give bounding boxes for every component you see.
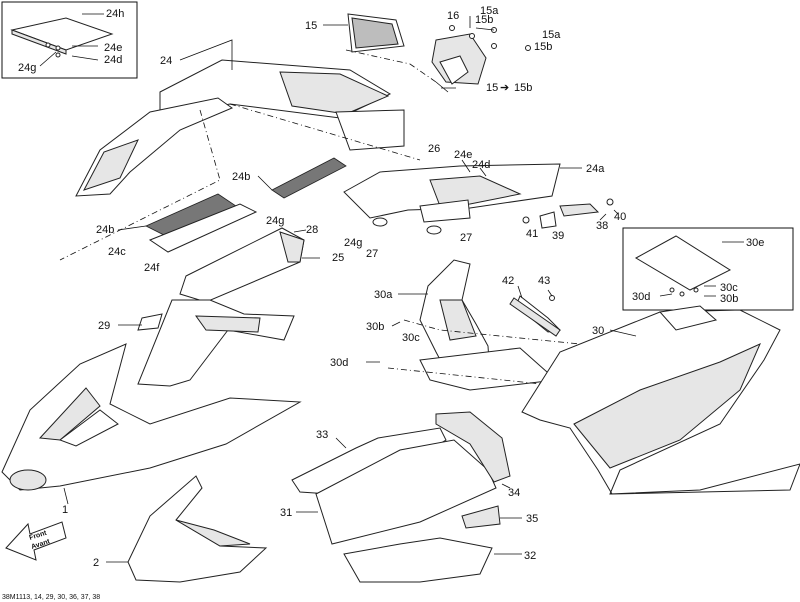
callout-16: 16 — [447, 10, 459, 22]
callout-24d-inset: 24d — [104, 54, 122, 66]
callout-25: 25 — [332, 252, 344, 264]
callout-30b: 30b — [366, 321, 384, 333]
callout-15b-arrow: 15b — [514, 82, 532, 94]
part-24-lower-nose — [118, 299, 295, 387]
callout-39: 39 — [552, 230, 564, 242]
callout-30e: 30e — [746, 237, 764, 249]
part-2-lower-piece — [106, 475, 268, 583]
callout-30b-inset: 30b — [720, 293, 738, 305]
part-24a-side-panel — [343, 159, 582, 235]
parts-31-35-lower — [291, 411, 522, 583]
front-direction-arrow — [5, 521, 67, 561]
callout-27-left: 27 — [366, 248, 378, 260]
callout-15b-top: 15b — [475, 14, 493, 26]
callout-31: 31 — [280, 507, 292, 519]
part-1-front-fairing — [1, 343, 302, 505]
callout-2: 2 — [93, 557, 99, 569]
callout-30c-inset: 30c — [720, 282, 738, 294]
arrow-icon: ➔ — [500, 82, 509, 94]
callout-33: 33 — [316, 429, 328, 441]
callout-34: 34 — [508, 487, 520, 499]
part-15-bracket — [323, 13, 531, 93]
callout-15b-right: 15b — [534, 41, 552, 53]
callout-26: 26 — [428, 143, 440, 155]
callout-35: 35 — [526, 513, 538, 525]
callout-27-right: 27 — [460, 232, 472, 244]
callout-labels: 24h 24e 24d 24g 15 16 15a 15b 15a 15b 15… — [2, 5, 764, 601]
inset-24h — [1, 1, 138, 79]
parts-38-43-small — [509, 198, 619, 337]
callout-24g-mid: 24g — [344, 237, 362, 249]
part-30-subassembly — [366, 259, 581, 391]
callout-24h: 24h — [106, 8, 124, 20]
callout-24a: 24a — [586, 163, 605, 175]
callout-38: 38 — [596, 220, 608, 232]
callout-30d-inset: 30d — [632, 291, 650, 303]
callout-24f: 24f — [144, 262, 160, 274]
callout-15a-right: 15a — [542, 29, 561, 41]
part-25-panel — [179, 227, 320, 303]
callout-24d: 24d — [472, 159, 490, 171]
callout-15: 15 — [305, 20, 317, 32]
callout-28: 28 — [306, 224, 318, 236]
callout-29: 29 — [98, 320, 110, 332]
callout-15-arrow: 15 — [486, 82, 498, 94]
callout-41: 41 — [526, 228, 538, 240]
callout-24b-upper: 24b — [232, 171, 250, 183]
part-30-right-fairing — [521, 305, 800, 495]
callout-24g-inset: 24g — [18, 62, 36, 74]
callout-24g-left: 24g — [266, 215, 284, 227]
mesh-grille-24b — [117, 157, 347, 253]
callout-30: 30 — [592, 325, 604, 337]
callout-30a: 30a — [374, 289, 393, 301]
callout-24e: 24e — [454, 149, 472, 161]
callout-24: 24 — [160, 55, 172, 67]
callout-30d: 30d — [330, 357, 348, 369]
callout-40: 40 — [614, 211, 626, 223]
callout-30c: 30c — [402, 332, 420, 344]
callout-24c: 24c — [108, 246, 126, 258]
callout-43: 43 — [538, 275, 550, 287]
callout-42: 42 — [502, 275, 514, 287]
callout-1: 1 — [62, 504, 68, 516]
callout-15a-top: 15a — [480, 5, 499, 17]
callout-24b-lower: 24b — [96, 224, 114, 236]
part-24-upper-panel — [59, 39, 421, 261]
footer-figure-code: 38M1113, 14, 29, 30, 36, 37, 38 — [2, 594, 100, 601]
callout-24e-inset: 24e — [104, 42, 122, 54]
callout-32: 32 — [524, 550, 536, 562]
inset-30e — [622, 227, 794, 326]
